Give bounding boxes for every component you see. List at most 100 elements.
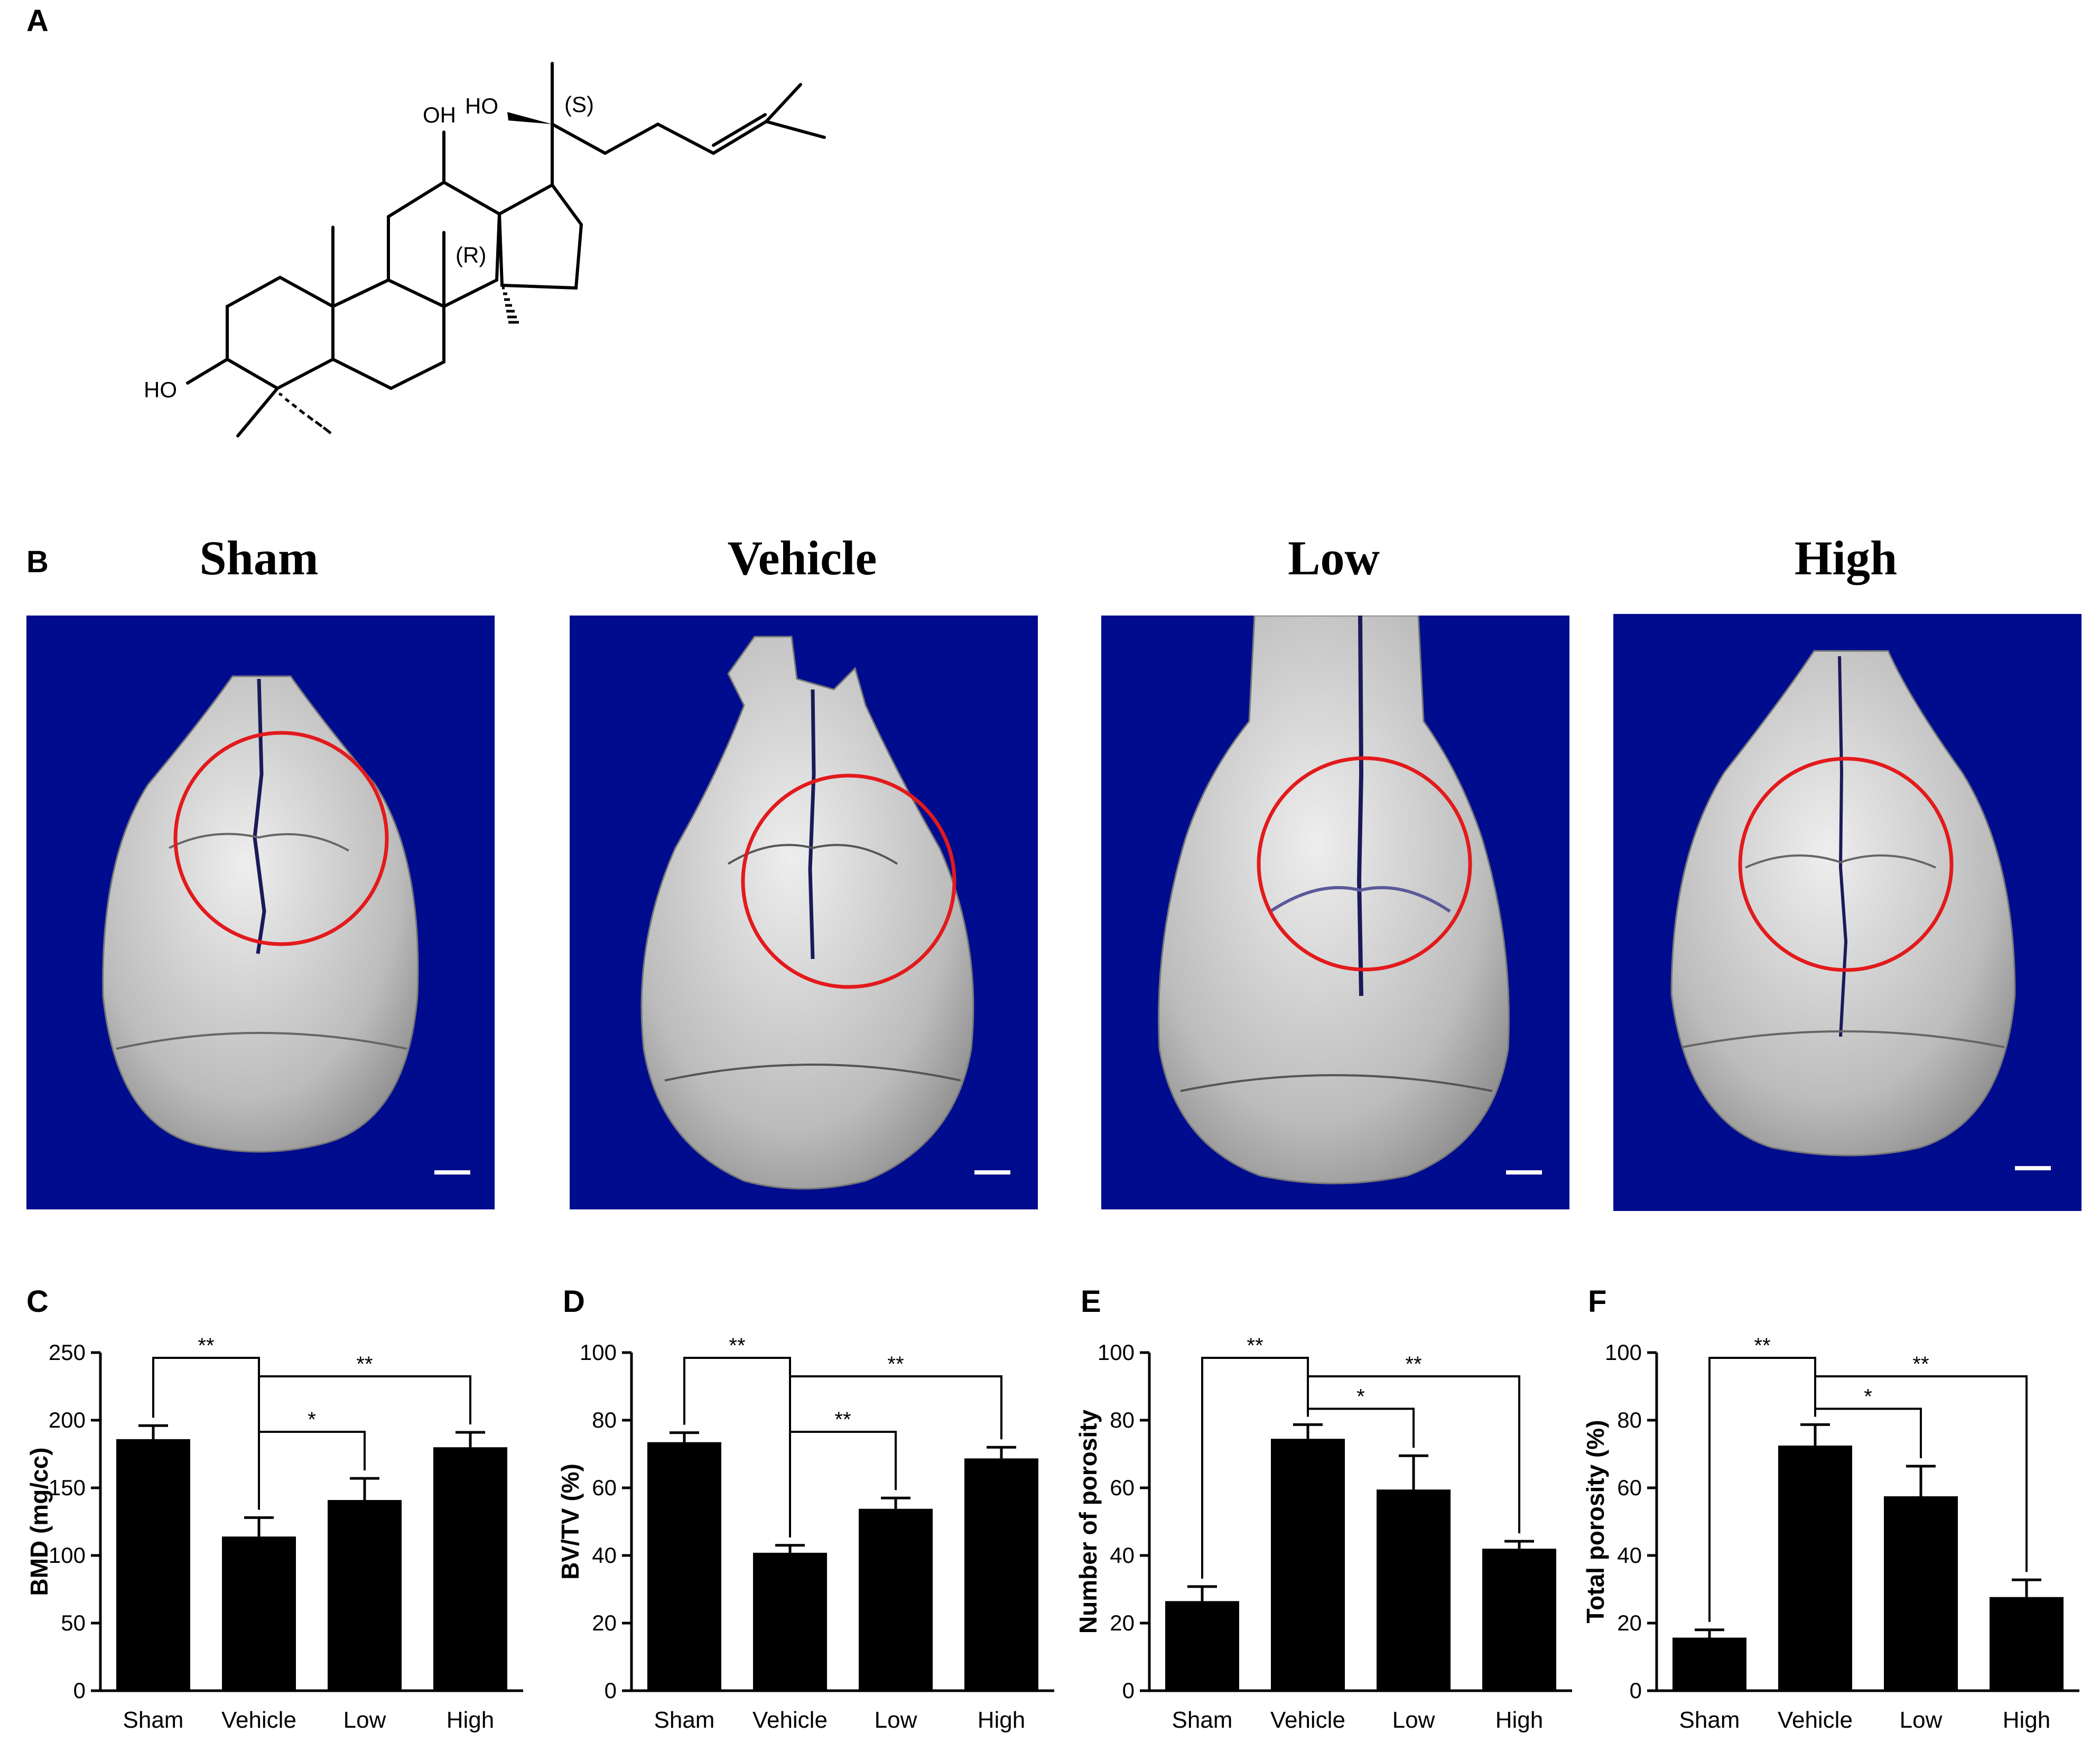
y-tick-label: 20	[1617, 1610, 1642, 1635]
x-tick-label: Sham	[123, 1707, 184, 1733]
y-tick-label: 50	[61, 1610, 86, 1635]
group-title-sham: Sham	[199, 531, 319, 585]
y-axis-label: BMD (mg/cc)	[25, 1447, 53, 1596]
scale-bar	[434, 1170, 470, 1175]
significance-label: **	[1405, 1353, 1421, 1376]
y-tick-label: 0	[73, 1678, 86, 1703]
microct-image-low	[1101, 616, 1569, 1209]
significance-bracket	[1307, 1408, 1415, 1448]
y-tick-label: 0	[1122, 1678, 1135, 1703]
x-tick-label: Vehicle	[1778, 1707, 1853, 1733]
group-title-vehicle: Vehicle	[727, 531, 877, 585]
structure-label-c3-oh: HO	[144, 377, 177, 402]
significance-label: *	[1356, 1385, 1365, 1408]
structure-label-c20-oh: HO	[465, 94, 498, 118]
bar	[116, 1439, 190, 1691]
panel-letter-a: A	[26, 4, 49, 38]
y-tick-label: 20	[1110, 1610, 1135, 1635]
y-axis-label: Number of porosity	[1074, 1409, 1102, 1634]
y-tick-label: 200	[49, 1408, 86, 1432]
y-tick-label: 60	[1110, 1475, 1135, 1500]
roi-circle	[173, 731, 389, 946]
x-tick-label: Low	[343, 1707, 386, 1733]
significance-label: **	[1912, 1353, 1929, 1376]
y-tick-label: 0	[605, 1678, 617, 1703]
significance-label: **	[1754, 1334, 1770, 1357]
y-tick-label: 250	[49, 1340, 86, 1365]
group-title-high: High	[1794, 531, 1898, 585]
structure-label-s: (S)	[564, 92, 594, 117]
bar	[1778, 1446, 1852, 1691]
panel-letter-c: C	[26, 1284, 49, 1319]
panel-letter-d: D	[563, 1284, 585, 1319]
y-axis-label: Total porosity (%)	[1582, 1420, 1609, 1623]
significance-label: **	[834, 1408, 851, 1431]
roi-circle	[741, 774, 956, 989]
x-tick-label: Vehicle	[752, 1707, 828, 1733]
y-tick-label: 100	[49, 1543, 86, 1568]
y-tick-label: 100	[1098, 1340, 1135, 1365]
y-tick-label: 80	[1617, 1408, 1642, 1432]
panel-letter-b: B	[26, 545, 49, 579]
roi-circle	[1257, 756, 1472, 972]
bar	[753, 1552, 827, 1691]
bar	[859, 1508, 933, 1691]
x-tick-label: Low	[1392, 1707, 1435, 1733]
y-tick-label: 80	[1110, 1408, 1135, 1432]
structure-label-r: (R)	[456, 243, 486, 267]
bar	[1482, 1549, 1556, 1691]
x-tick-label: Vehicle	[1270, 1707, 1345, 1733]
scale-bar	[974, 1170, 1010, 1175]
microct-image-vehicle	[570, 616, 1038, 1209]
bar	[1165, 1601, 1239, 1691]
bar	[1271, 1439, 1345, 1691]
y-tick-label: 20	[592, 1610, 617, 1635]
y-tick-label: 40	[592, 1543, 617, 1568]
x-tick-label: High	[978, 1707, 1026, 1733]
wedge-bond	[507, 112, 552, 124]
skull	[1158, 616, 1510, 1185]
y-tick-label: 150	[49, 1475, 86, 1500]
y-axis-label: BV/TV (%)	[556, 1464, 584, 1580]
significance-label: **	[1247, 1334, 1263, 1357]
significance-label: **	[729, 1334, 745, 1357]
significance-bracket	[1307, 1375, 1520, 1534]
y-tick-label: 100	[580, 1340, 617, 1365]
significance-bracket	[789, 1431, 897, 1537]
stereo-bonds	[278, 286, 519, 434]
x-tick-label: High	[1495, 1707, 1544, 1733]
bar	[433, 1447, 507, 1691]
x-tick-label: Sham	[654, 1707, 715, 1733]
y-tick-label: 40	[1110, 1543, 1135, 1568]
significance-label: *	[1864, 1385, 1872, 1408]
microct-image-sham	[26, 616, 495, 1209]
chemical-structure: OH HO (S) (R) HO	[144, 62, 826, 437]
scale-bar	[2015, 1166, 2051, 1170]
y-tick-label: 40	[1617, 1543, 1642, 1568]
bar	[647, 1442, 721, 1691]
x-tick-label: Low	[1900, 1707, 1943, 1733]
y-tick-label: 60	[592, 1475, 617, 1500]
x-tick-label: Sham	[1679, 1707, 1740, 1733]
bar	[222, 1536, 296, 1691]
structure-label-c12-oh: OH	[423, 102, 456, 127]
scale-bar	[1506, 1170, 1542, 1175]
significance-bracket	[258, 1431, 366, 1510]
skull	[102, 675, 419, 1153]
x-tick-label: High	[2003, 1707, 2051, 1733]
y-tick-label: 100	[1605, 1340, 1642, 1365]
bar	[1990, 1597, 2064, 1691]
significance-label: *	[308, 1408, 316, 1431]
roi-circle	[1738, 757, 1954, 972]
y-tick-label: 80	[592, 1408, 617, 1432]
significance-bracket	[1814, 1375, 2028, 1572]
microct-image-high	[1613, 614, 2082, 1211]
x-tick-label: Low	[875, 1707, 917, 1733]
bar	[1672, 1637, 1746, 1691]
skull	[640, 636, 974, 1190]
y-tick-label: 60	[1617, 1475, 1642, 1500]
x-tick-label: Sham	[1172, 1707, 1233, 1733]
